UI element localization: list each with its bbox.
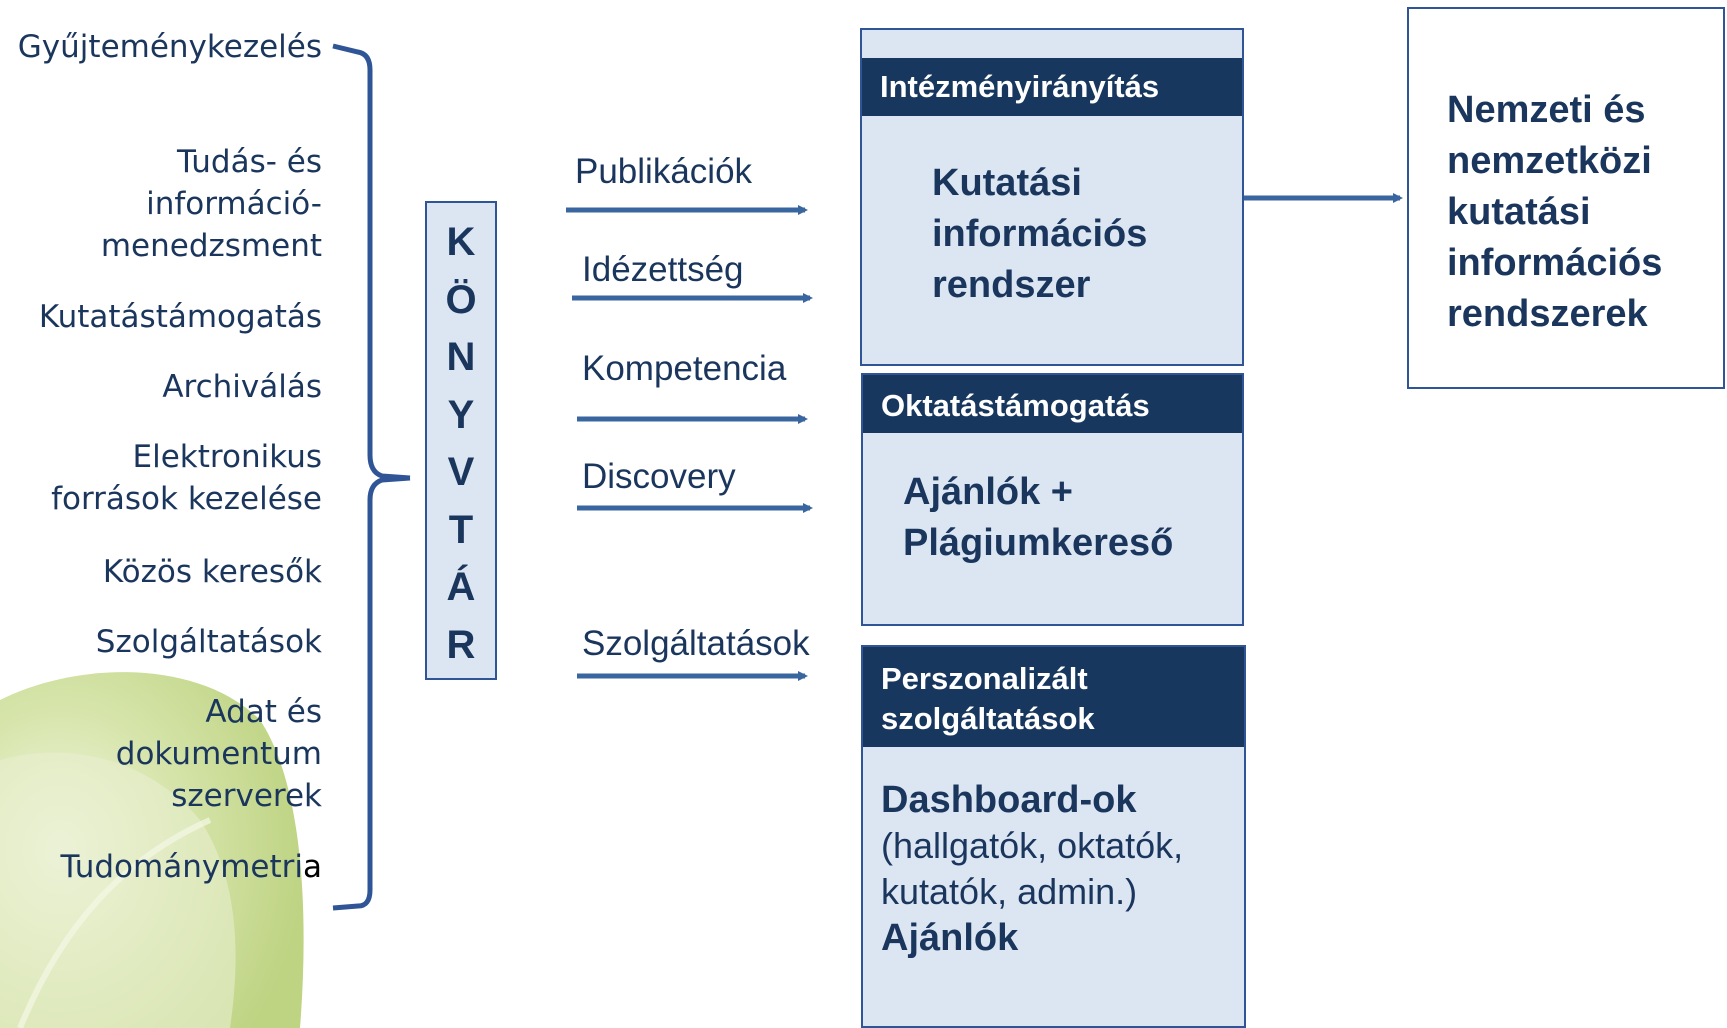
research-body-line: rendszer (932, 264, 1091, 306)
personal-header-line: szolgáltatások (881, 701, 1095, 736)
library-letter: Á (446, 565, 476, 609)
national-line: kutatási (1447, 191, 1591, 233)
library-function-line: Tudás- és (177, 144, 322, 180)
personal-panel: Perszonalizált szolgáltatások Dashboard-… (861, 645, 1246, 1028)
personal-body-line: (hallgatók, oktatók, (881, 825, 1184, 866)
research-body-line: információs (932, 213, 1148, 255)
flow-label: Idézettség (582, 250, 744, 289)
library-function-item: Szolgáltatások (96, 621, 322, 663)
research-body-line: Kutatási (932, 162, 1082, 204)
personal-panel-header: Perszonalizált szolgáltatások (863, 647, 1244, 747)
flow-label: Discovery (582, 457, 736, 496)
personal-body-title: Dashboard-ok (881, 779, 1137, 821)
library-function-line: szerverek (171, 778, 322, 814)
national-line: nemzetközi (1447, 140, 1652, 182)
personal-body-line: kutatók, admin.) (881, 871, 1138, 912)
library-function-line: Gyűjteménykezelés (17, 29, 322, 65)
flow-label: Kompetencia (582, 349, 787, 388)
library-function-line-tail: a (303, 849, 322, 885)
flow-label: Publikációk (575, 152, 753, 191)
personal-panel-body: Dashboard-ok (hallgatók, oktatók, kutató… (881, 777, 1183, 961)
library-function-line: Elektronikus (132, 439, 322, 475)
library-function-line: Szolgáltatások (95, 624, 322, 660)
library-function-line: Kutatástámogatás (38, 299, 322, 335)
library-function-line: Archiválás (162, 369, 322, 405)
library-function-item: Tudás- és információ-menedzsment (101, 141, 322, 267)
library-letter: Ö (445, 277, 477, 322)
library-letter: V (447, 450, 475, 494)
library-function-item: Elektronikus források kezelése (51, 436, 322, 520)
library-function-item: Adat és dokumentum szerverek (116, 691, 322, 817)
library-function-line: információ- (146, 186, 322, 222)
library-function-line: Közös keresők (102, 554, 322, 590)
library-letter: Y (447, 392, 475, 437)
library-function-line: Adat és (205, 694, 322, 730)
library-letter: K (446, 220, 476, 264)
national-line: Nemzeti és (1447, 89, 1646, 131)
library-function-line: Tudománymetria (61, 846, 323, 888)
education-body-line: Plágiumkereső (903, 522, 1174, 564)
research-panel-body: Kutatási információs rendszer (932, 158, 1147, 311)
research-panel-header: Intézményirányítás (862, 58, 1242, 116)
education-panel-header: Oktatástámogatás (863, 375, 1242, 433)
education-panel: Oktatástámogatás Ajánlók + Plágiumkereső (861, 373, 1244, 626)
library-function-line: menedzsment (100, 228, 322, 264)
library-function-line-start: Tudománymetri (60, 849, 304, 885)
library-function-item: Tudománymetria (61, 846, 323, 888)
library-function-line: dokumentum (115, 736, 322, 772)
flow-label: Szolgáltatások (582, 624, 810, 663)
library-letter: N (446, 335, 476, 379)
library-function-item: Gyűjteménykezelés (18, 26, 322, 68)
national-systems-box: Nemzeti és nemzetközi kutatási informáci… (1407, 7, 1725, 389)
personal-header-line: Perszonalizált (881, 661, 1088, 696)
national-line: rendszerek (1447, 293, 1648, 335)
library-function-item: Közös keresők (103, 551, 322, 593)
national-line: információs (1447, 242, 1663, 284)
library-function-item: Kutatástámogatás (39, 296, 322, 338)
personal-body-footer: Ajánlók (881, 917, 1019, 959)
library-function-item: Archiválás (162, 366, 322, 408)
library-letter: T (448, 507, 474, 552)
national-systems-text: Nemzeti és nemzetközi kutatási informáci… (1447, 85, 1662, 340)
education-body-line: Ajánlók + (903, 471, 1073, 513)
library-letter: R (446, 622, 476, 667)
library-function-line: források kezelése (51, 481, 322, 517)
research-panel: Intézményirányítás Kutatási információs … (860, 28, 1244, 366)
education-panel-body: Ajánlók + Plágiumkereső (903, 467, 1173, 569)
